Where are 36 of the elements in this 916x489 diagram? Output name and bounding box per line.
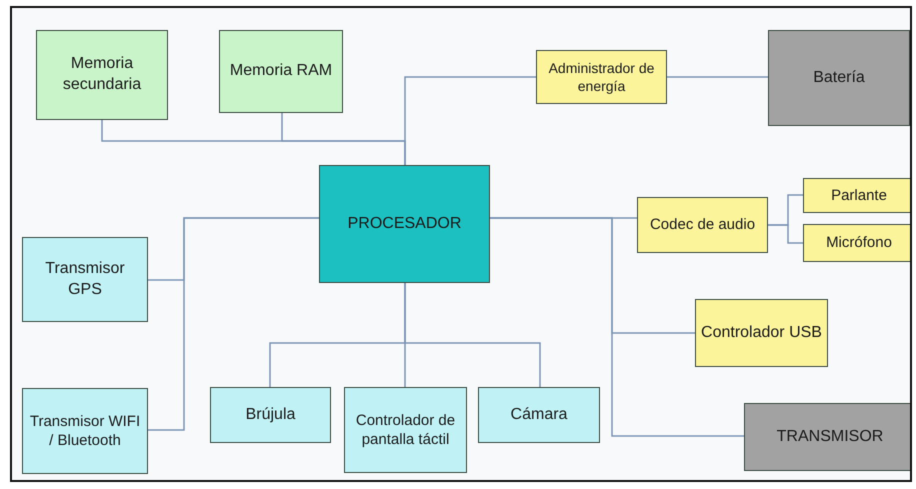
block-label: Micrófono bbox=[826, 233, 892, 253]
block-box bbox=[36, 30, 168, 120]
connector-line bbox=[667, 76, 768, 78]
block-label: TRANSMISOR bbox=[776, 426, 884, 447]
connector-line bbox=[404, 283, 541, 387]
connector-line bbox=[148, 217, 319, 431]
connector-line bbox=[404, 76, 536, 165]
block-label: Batería bbox=[813, 68, 865, 88]
block-label: Administrador de energía bbox=[548, 58, 656, 96]
block-label: Memoria RAM bbox=[230, 61, 332, 82]
connector-line bbox=[768, 224, 803, 244]
block-label: Cámara bbox=[510, 404, 568, 425]
block-box bbox=[768, 30, 910, 126]
block-box bbox=[22, 237, 148, 322]
block-box bbox=[695, 299, 828, 367]
connector-line bbox=[490, 217, 744, 437]
block-label: Controlador de pantalla táctil bbox=[354, 410, 456, 450]
block-label: Controlador USB bbox=[701, 322, 822, 343]
block-box bbox=[803, 224, 910, 262]
block-box bbox=[637, 197, 768, 253]
block-label: Codec de audio bbox=[650, 215, 756, 235]
block-box bbox=[803, 178, 910, 213]
block-box bbox=[536, 50, 667, 104]
block-box bbox=[22, 388, 148, 474]
block-box bbox=[219, 30, 343, 113]
block-box bbox=[744, 403, 910, 471]
block-label: PROCESADOR bbox=[348, 214, 462, 234]
block-label: Transmisor WIFI / Bluetooth bbox=[28, 412, 142, 450]
block-box bbox=[478, 387, 600, 443]
block-box bbox=[210, 387, 331, 443]
block-label: Memoria secundaria bbox=[62, 54, 142, 95]
block-box bbox=[319, 165, 490, 283]
block-label: Parlante bbox=[831, 186, 887, 206]
block-box bbox=[344, 387, 467, 473]
block-label: Brújula bbox=[246, 404, 296, 425]
block-label: Transmisor GPS bbox=[44, 258, 126, 300]
